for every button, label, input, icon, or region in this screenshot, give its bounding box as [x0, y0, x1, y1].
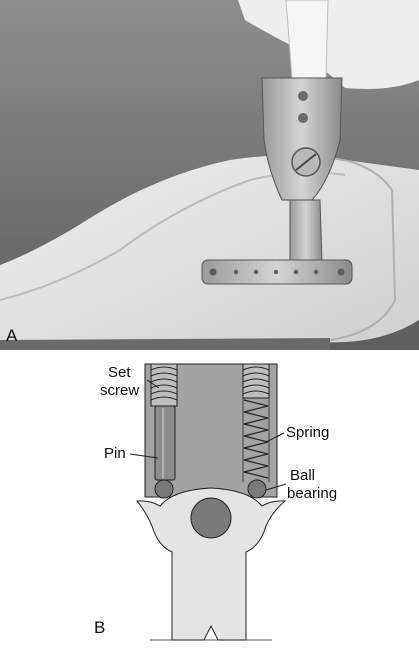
- joint-schematic: Set screw Pin Spring Ball bearing: [0, 350, 419, 655]
- orthosis-photo: [0, 0, 419, 350]
- joint-schematic-graphic: Set screw Pin Spring Ball bearing: [100, 363, 337, 641]
- ball-bearing-label-line2: bearing: [287, 485, 337, 502]
- set-screw-label-line2: screw: [100, 382, 139, 399]
- lower-shank: [136, 487, 287, 641]
- pin: [154, 405, 176, 481]
- pin-leader: [129, 453, 159, 459]
- spring: [243, 399, 269, 479]
- ball-bearing-label-line1: Ball: [290, 467, 315, 484]
- orthosis-photo-graphic: [0, 0, 419, 350]
- spring-label: Spring: [286, 424, 329, 441]
- panel-b-label: B: [94, 618, 106, 637]
- right-ball-bearing: [247, 479, 267, 499]
- set-screw-leader: [146, 379, 160, 389]
- pin-label: Pin: [104, 445, 126, 462]
- pivot-bolt: [190, 497, 232, 539]
- panel-a-label: A: [6, 326, 18, 345]
- left-ball-bearing: [154, 479, 174, 499]
- ball-bearing-leader: [265, 483, 287, 491]
- right-set-screw: [242, 363, 270, 399]
- spring-leader: [265, 432, 285, 443]
- set-screw-label-line1: Set: [108, 364, 131, 381]
